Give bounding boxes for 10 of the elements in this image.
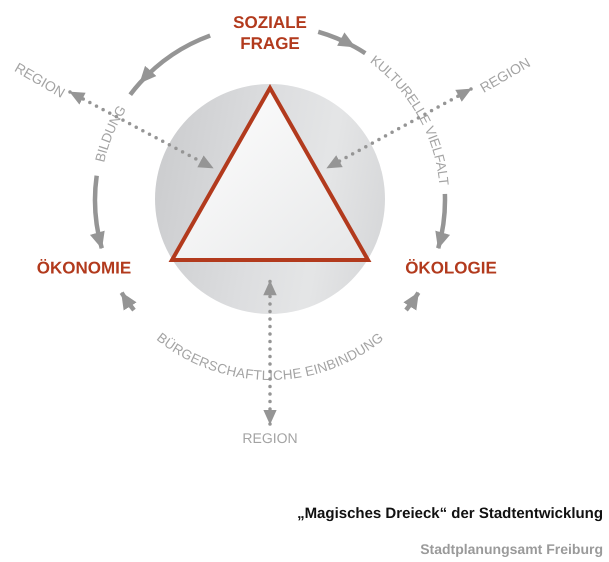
caption: „Magisches Dreieck“ der Stadtentwicklung xyxy=(297,505,603,522)
category-label: ÖKONOMIE xyxy=(19,258,149,278)
category-label: SOZIALE FRAGE xyxy=(220,12,320,54)
source-note: Stadtplanungsamt Freiburg xyxy=(420,541,603,557)
curved-arrow xyxy=(318,30,450,249)
curved-arrow xyxy=(90,34,212,249)
dotted-arrow xyxy=(325,87,473,170)
category-label: ÖKOLOGIE xyxy=(391,258,511,278)
dotted-arrow xyxy=(68,90,215,170)
region-label: REGION xyxy=(242,430,298,446)
